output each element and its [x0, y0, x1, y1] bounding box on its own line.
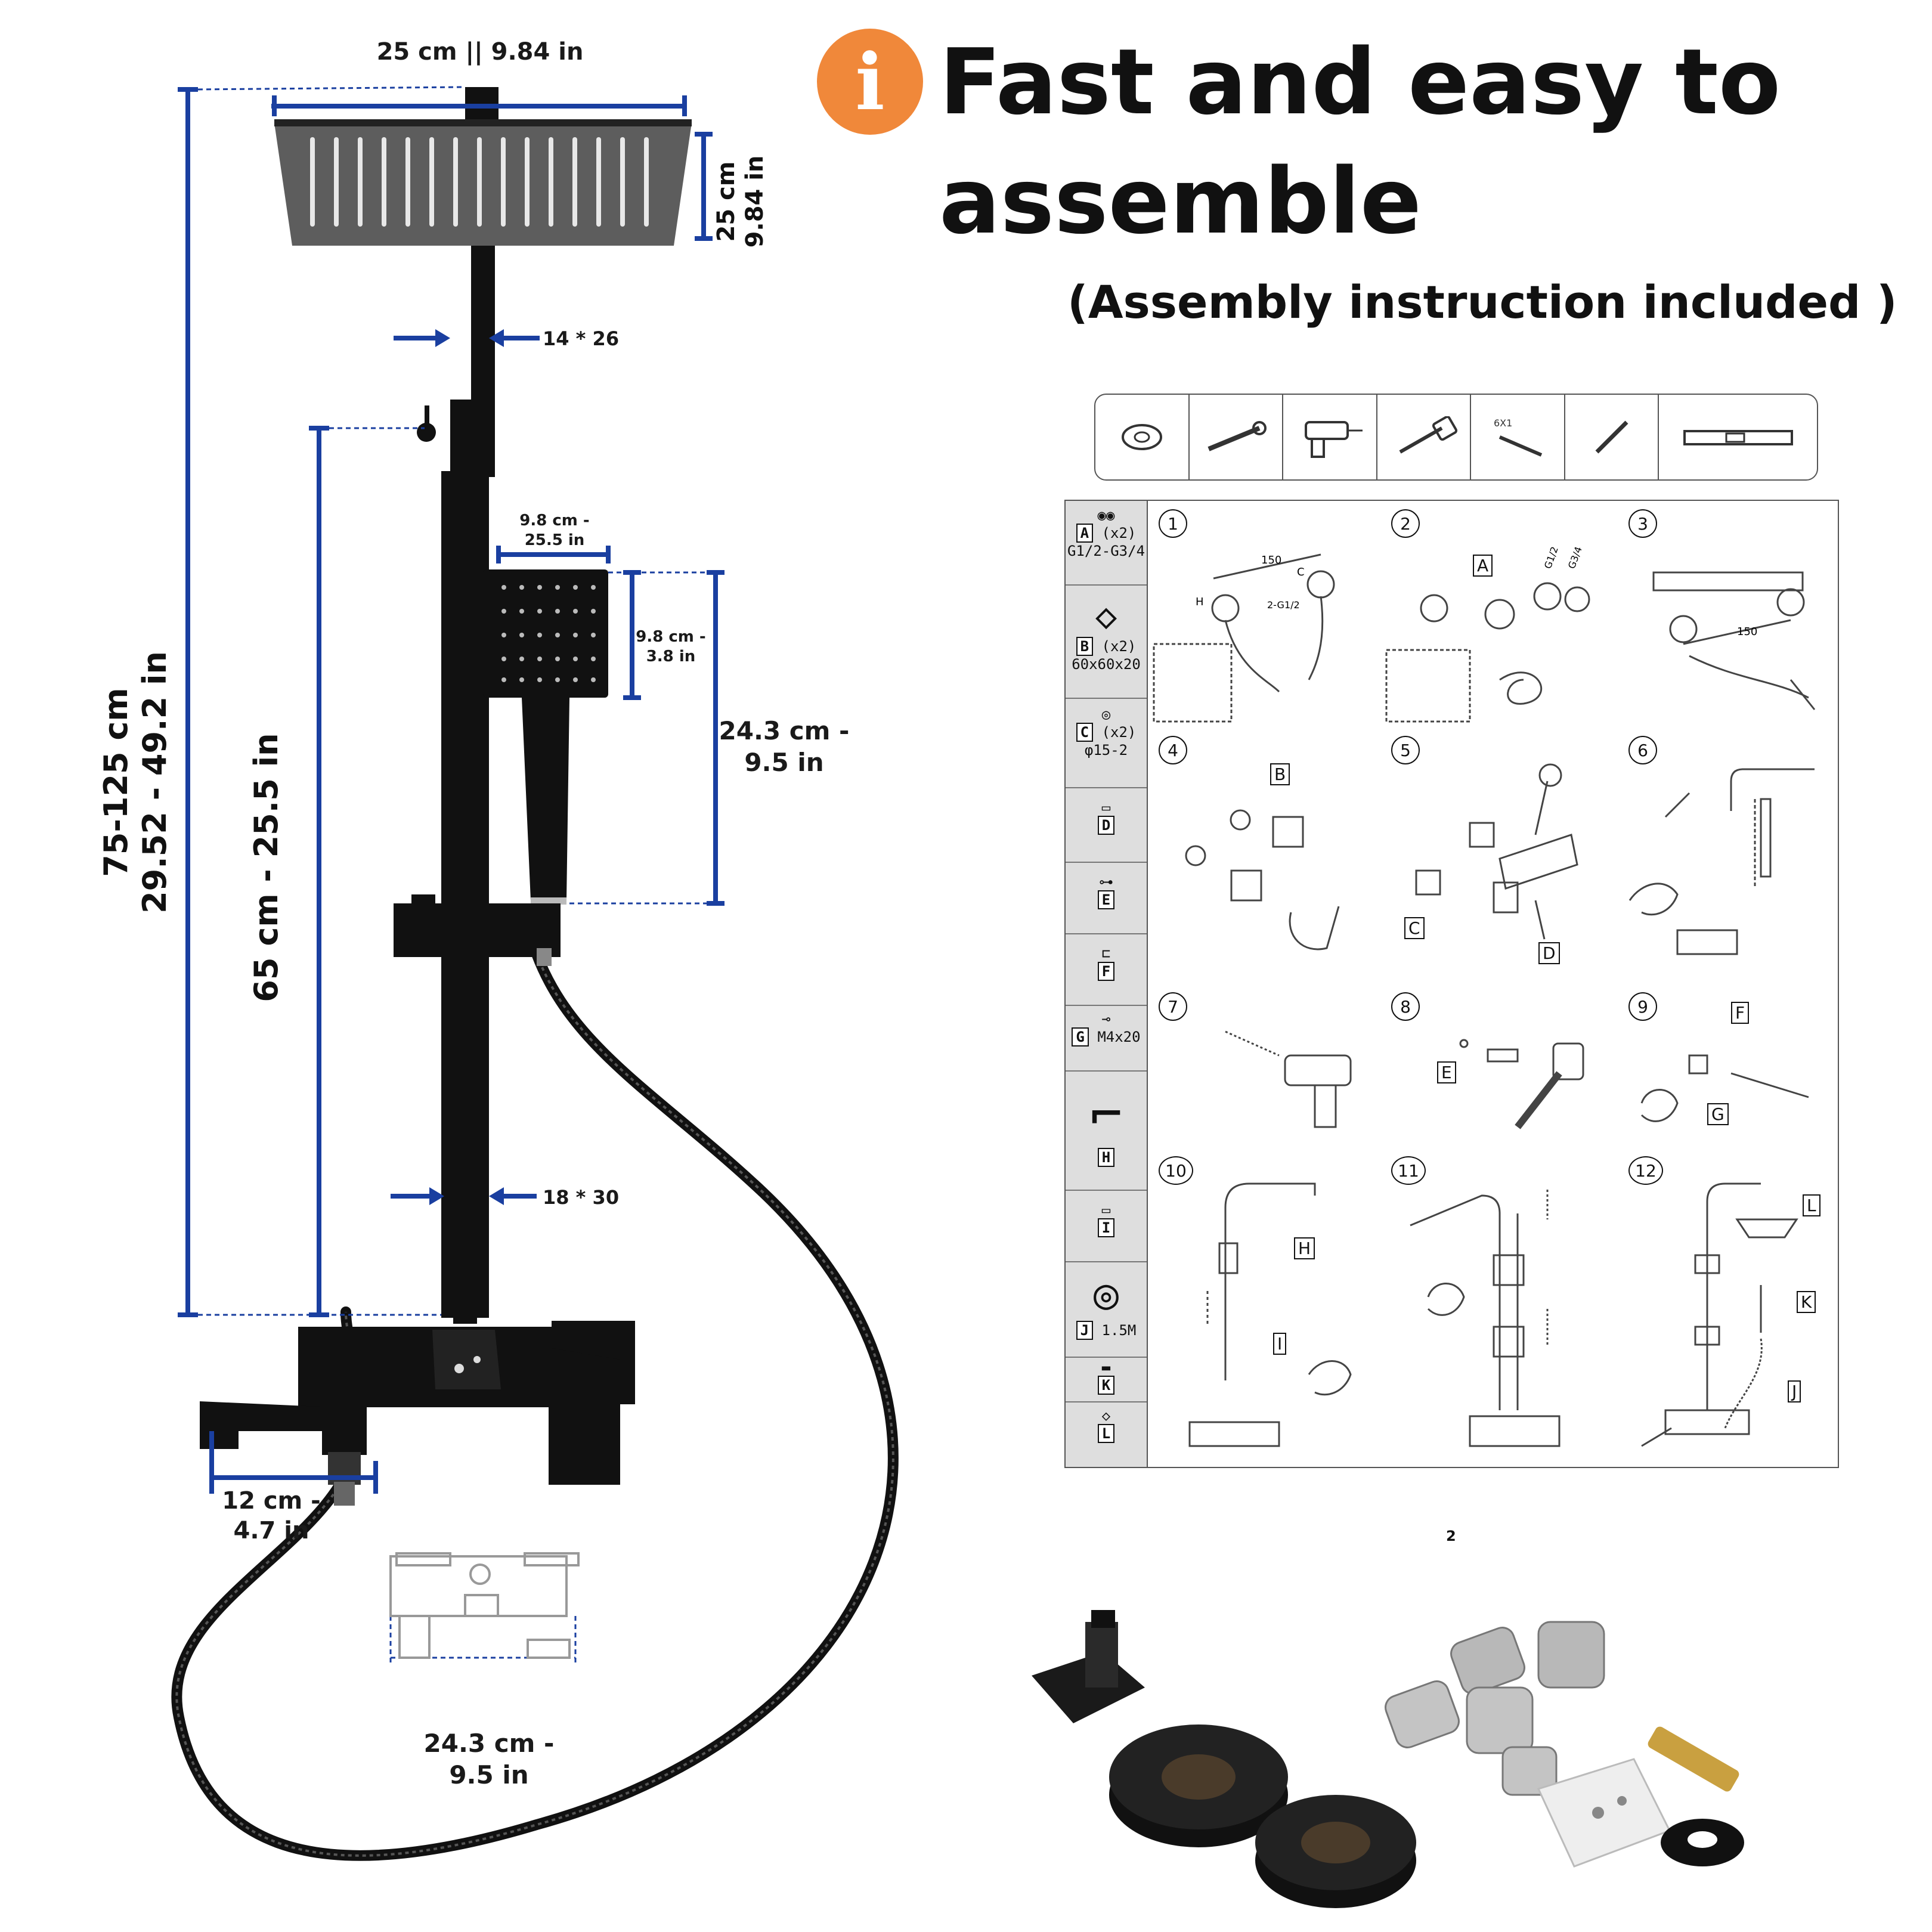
- spout-length-label: 12 cm - 4.7 in: [222, 1487, 321, 1544]
- step-10: 10 H I: [1148, 1148, 1382, 1467]
- tool-count-text: 6X1: [1494, 417, 1512, 429]
- wrench-icon: [1190, 395, 1284, 479]
- part-g: ⊸G M4x20: [1066, 1005, 1147, 1072]
- level-icon: [1659, 395, 1817, 479]
- step-1: 1 150 H C 2-G1/2: [1148, 501, 1382, 729]
- part-c: ◎C (x2)φ15-2: [1066, 698, 1147, 788]
- part-e: ⊶E: [1066, 862, 1147, 934]
- step-8: 8 E: [1380, 984, 1619, 1149]
- step-11: 11: [1380, 1148, 1619, 1467]
- page-number: 2: [1446, 1528, 1456, 1544]
- escutcheon-2: [1255, 1795, 1416, 1908]
- rail-height-label: 65 cm - 25.5 in: [247, 733, 285, 1002]
- assembly-instructions: ◉◉A (x2)G1/2-G3/4 ◇B (x2)60x60x20 ◎C (x2…: [1064, 500, 1839, 1468]
- head-depth-label: 25 cm 9.84 in: [713, 155, 769, 248]
- step-9: 9 F G: [1618, 984, 1837, 1149]
- step-5: 5 C D: [1380, 727, 1619, 985]
- eccentric-fitting-1: [1450, 1621, 1605, 1695]
- mixer-valve: [200, 1300, 635, 1506]
- part-i: ▭I: [1066, 1190, 1147, 1262]
- drill-icon: [1283, 395, 1377, 479]
- step-3: 3 150: [1618, 501, 1837, 729]
- upper-pipe: [471, 246, 495, 405]
- shower-system-illustration: [171, 86, 899, 1861]
- tape-icon: [1095, 395, 1190, 479]
- parts-list: ◉◉A (x2)G1/2-G3/4 ◇B (x2)60x60x20 ◎C (x2…: [1066, 501, 1148, 1467]
- total-height-label: 75-125 cm 29.52 - 49.2 in: [97, 651, 174, 914]
- info-icon: i: [817, 29, 923, 135]
- part-d: ▭D: [1066, 787, 1147, 863]
- hand-head-width-label: 9.8 cm - 25.5 in: [519, 512, 590, 549]
- screw-bag: [1537, 1758, 1671, 1868]
- washer: [1661, 1819, 1744, 1866]
- step-6: 6: [1618, 727, 1837, 985]
- part-h: ⌐H: [1066, 1070, 1147, 1191]
- headline-line2: assemble: [939, 148, 1422, 254]
- hammer-icon: [1377, 395, 1472, 479]
- hand-shower-length-label: 24.3 cm - 9.5 in: [719, 716, 850, 777]
- step2-g12-text: G1/2: [1542, 545, 1561, 570]
- hand-head-height-label: 9.8 cm - 3.8 in: [636, 628, 706, 665]
- lower-pipe-label: 18 * 30: [543, 1186, 620, 1209]
- part-b: ◇B (x2)60x60x20: [1066, 584, 1147, 699]
- step1-h-text: H: [1196, 596, 1204, 608]
- pencil-icon: [1565, 395, 1659, 479]
- step1-c-text: C: [1297, 566, 1305, 578]
- headline: Fast and easy to assemble: [939, 23, 1781, 261]
- step2-g34-text: G3/4: [1566, 545, 1584, 570]
- fittings-photo: [1032, 1610, 1744, 1908]
- part-k: ▬K: [1066, 1357, 1147, 1402]
- tools-strip: 6X1: [1094, 394, 1818, 481]
- step-4: 4 B: [1148, 727, 1382, 985]
- headline-line1: Fast and easy to: [939, 29, 1781, 135]
- step1-thread-text: 2-G1/2: [1267, 599, 1300, 611]
- head-width-label: 25 cm || 9.84 in: [376, 38, 584, 66]
- escutcheon-1: [1109, 1724, 1288, 1847]
- step-12: 12 L K J: [1618, 1148, 1837, 1467]
- step3-dim-text: 150: [1737, 626, 1757, 638]
- step1-dim-text: 150: [1261, 554, 1281, 566]
- mixer-width-label: 24.3 cm - 9.5 in: [423, 1729, 555, 1789]
- part-a: ◉◉A (x2)G1/2-G3/4: [1066, 501, 1147, 586]
- step-7: 7: [1148, 984, 1382, 1149]
- part-f: ⊏F: [1066, 933, 1147, 1006]
- wall-bracket: [1032, 1610, 1145, 1723]
- subheadline: (Assembly instruction included ): [1067, 275, 1897, 329]
- hand-shower: [483, 569, 608, 905]
- part-l: ◇L: [1066, 1401, 1147, 1467]
- slide-rail: [441, 471, 489, 1318]
- hand-shower-holder: [394, 903, 561, 957]
- eccentric-fitting-2: [1385, 1680, 1558, 1796]
- shower-hose: [171, 949, 899, 1861]
- mixer-outline-drawing: [389, 1552, 580, 1659]
- screwdriver-icon: 6X1: [1471, 395, 1565, 479]
- brass-insert: [1648, 1726, 1739, 1792]
- rain-shower-head: [274, 87, 692, 246]
- step-2: 2 A G1/2 G3/4: [1380, 501, 1619, 729]
- part-j: ◎J 1.5M: [1066, 1261, 1147, 1358]
- upper-pipe-label: 14 * 26: [543, 327, 620, 350]
